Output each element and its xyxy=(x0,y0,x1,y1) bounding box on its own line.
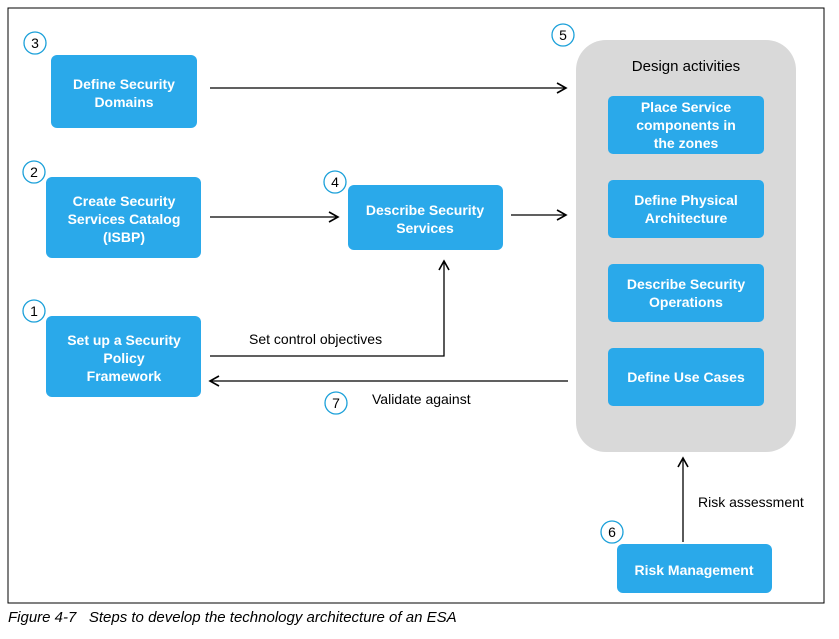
arrow-control-objectives xyxy=(210,259,450,357)
activity-define-use-cases: Define Use Cases xyxy=(608,348,764,406)
step-risk-management: Risk Management xyxy=(617,544,772,593)
svg-text:3: 3 xyxy=(31,35,39,51)
box-line: Services xyxy=(396,220,454,236)
step-number-5: 5 xyxy=(551,23,575,47)
figure-caption: Figure 4-7 Steps to develop the technolo… xyxy=(8,609,457,626)
svg-text:4: 4 xyxy=(331,174,339,190)
svg-text:Define Use Cases: Define Use Cases xyxy=(627,369,745,385)
svg-text:2: 2 xyxy=(30,164,38,180)
box-line: Services Catalog xyxy=(68,211,181,227)
box-line: Domains xyxy=(94,94,153,110)
box-line: Framework xyxy=(87,368,162,384)
svg-text:7: 7 xyxy=(332,395,340,411)
activity-line: Operations xyxy=(649,294,723,310)
box-line: Define Security xyxy=(73,76,175,92)
activity-line: components in xyxy=(636,117,736,133)
figure-frame xyxy=(7,7,825,604)
box-line: Create Security xyxy=(73,193,176,209)
box-line: (ISBP) xyxy=(103,229,145,245)
activity-line: Describe Security xyxy=(627,276,745,292)
label-risk-assessment: Risk assessment xyxy=(698,494,804,510)
box-line: Policy xyxy=(103,350,144,366)
svg-text:6: 6 xyxy=(608,524,616,540)
svg-text:1: 1 xyxy=(30,303,38,319)
step-number-2: 2 xyxy=(22,160,46,184)
activity-place-service-components: Place Service components in the zones xyxy=(608,96,764,154)
design-activities-title: Design activities xyxy=(632,58,740,75)
svg-text:Risk Management: Risk Management xyxy=(634,562,753,578)
activity-line: the zones xyxy=(654,135,719,151)
label-validate-against: Validate against xyxy=(372,391,471,407)
box-line: Risk Management xyxy=(634,562,753,578)
label-set-control-objectives: Set control objectives xyxy=(249,331,382,347)
step-number-3: 3 xyxy=(23,31,47,55)
activity-line: Define Physical xyxy=(634,192,738,208)
box-line: Set up a Security xyxy=(67,332,181,348)
box-line: Describe Security xyxy=(366,202,484,218)
activity-line: Place Service xyxy=(641,99,732,115)
step-number-6: 6 xyxy=(600,520,624,544)
svg-text:5: 5 xyxy=(559,27,567,43)
activity-line: Define Use Cases xyxy=(627,369,745,385)
step-number-1: 1 xyxy=(22,299,46,323)
activity-line: Architecture xyxy=(645,210,728,226)
step-number-4: 4 xyxy=(323,170,347,194)
step-number-7: 7 xyxy=(324,391,348,415)
